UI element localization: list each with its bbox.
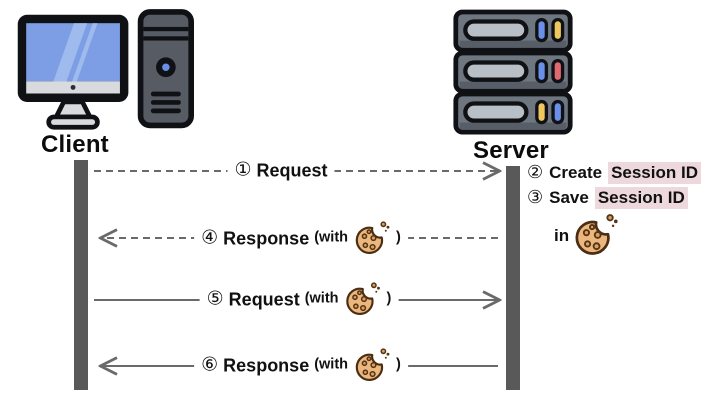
message-label-response-4: ④ Response (with ) — [194, 220, 408, 254]
server-notes: ② Create Session ID ③ Save Session ID in — [527, 162, 701, 258]
circled-number: ③ — [527, 187, 544, 207]
circled-number: ④ — [201, 227, 219, 249]
circled-number: ② — [527, 162, 544, 182]
cookie-icon — [346, 281, 381, 315]
message-label-request-5: ⑤ Request (with ) — [199, 281, 399, 315]
note-save-session-id: ③ Save Session ID — [527, 187, 701, 212]
cookie-icon — [355, 347, 391, 381]
client-label: Client — [41, 131, 109, 158]
circled-number: ① — [234, 159, 252, 181]
cookie-icon — [355, 220, 391, 254]
client-computer-icon — [14, 8, 194, 134]
session-id-highlight: Session ID — [594, 187, 688, 209]
circled-number: ⑥ — [201, 354, 219, 376]
server-rack-icon — [452, 8, 574, 138]
message-label-response-6: ⑥ Response (with ) — [194, 347, 408, 381]
cookie-icon — [575, 213, 620, 255]
client-lifeline — [74, 160, 88, 390]
server-lifeline — [506, 166, 520, 390]
note-in-cookie: in — [554, 213, 701, 258]
session-id-highlight: Session ID — [608, 162, 701, 184]
note-create-session-id: ② Create Session ID — [527, 162, 701, 187]
circled-number: ⑤ — [206, 288, 224, 310]
message-label-request-1: ① Request — [227, 159, 335, 181]
server-label: Server — [473, 137, 549, 164]
